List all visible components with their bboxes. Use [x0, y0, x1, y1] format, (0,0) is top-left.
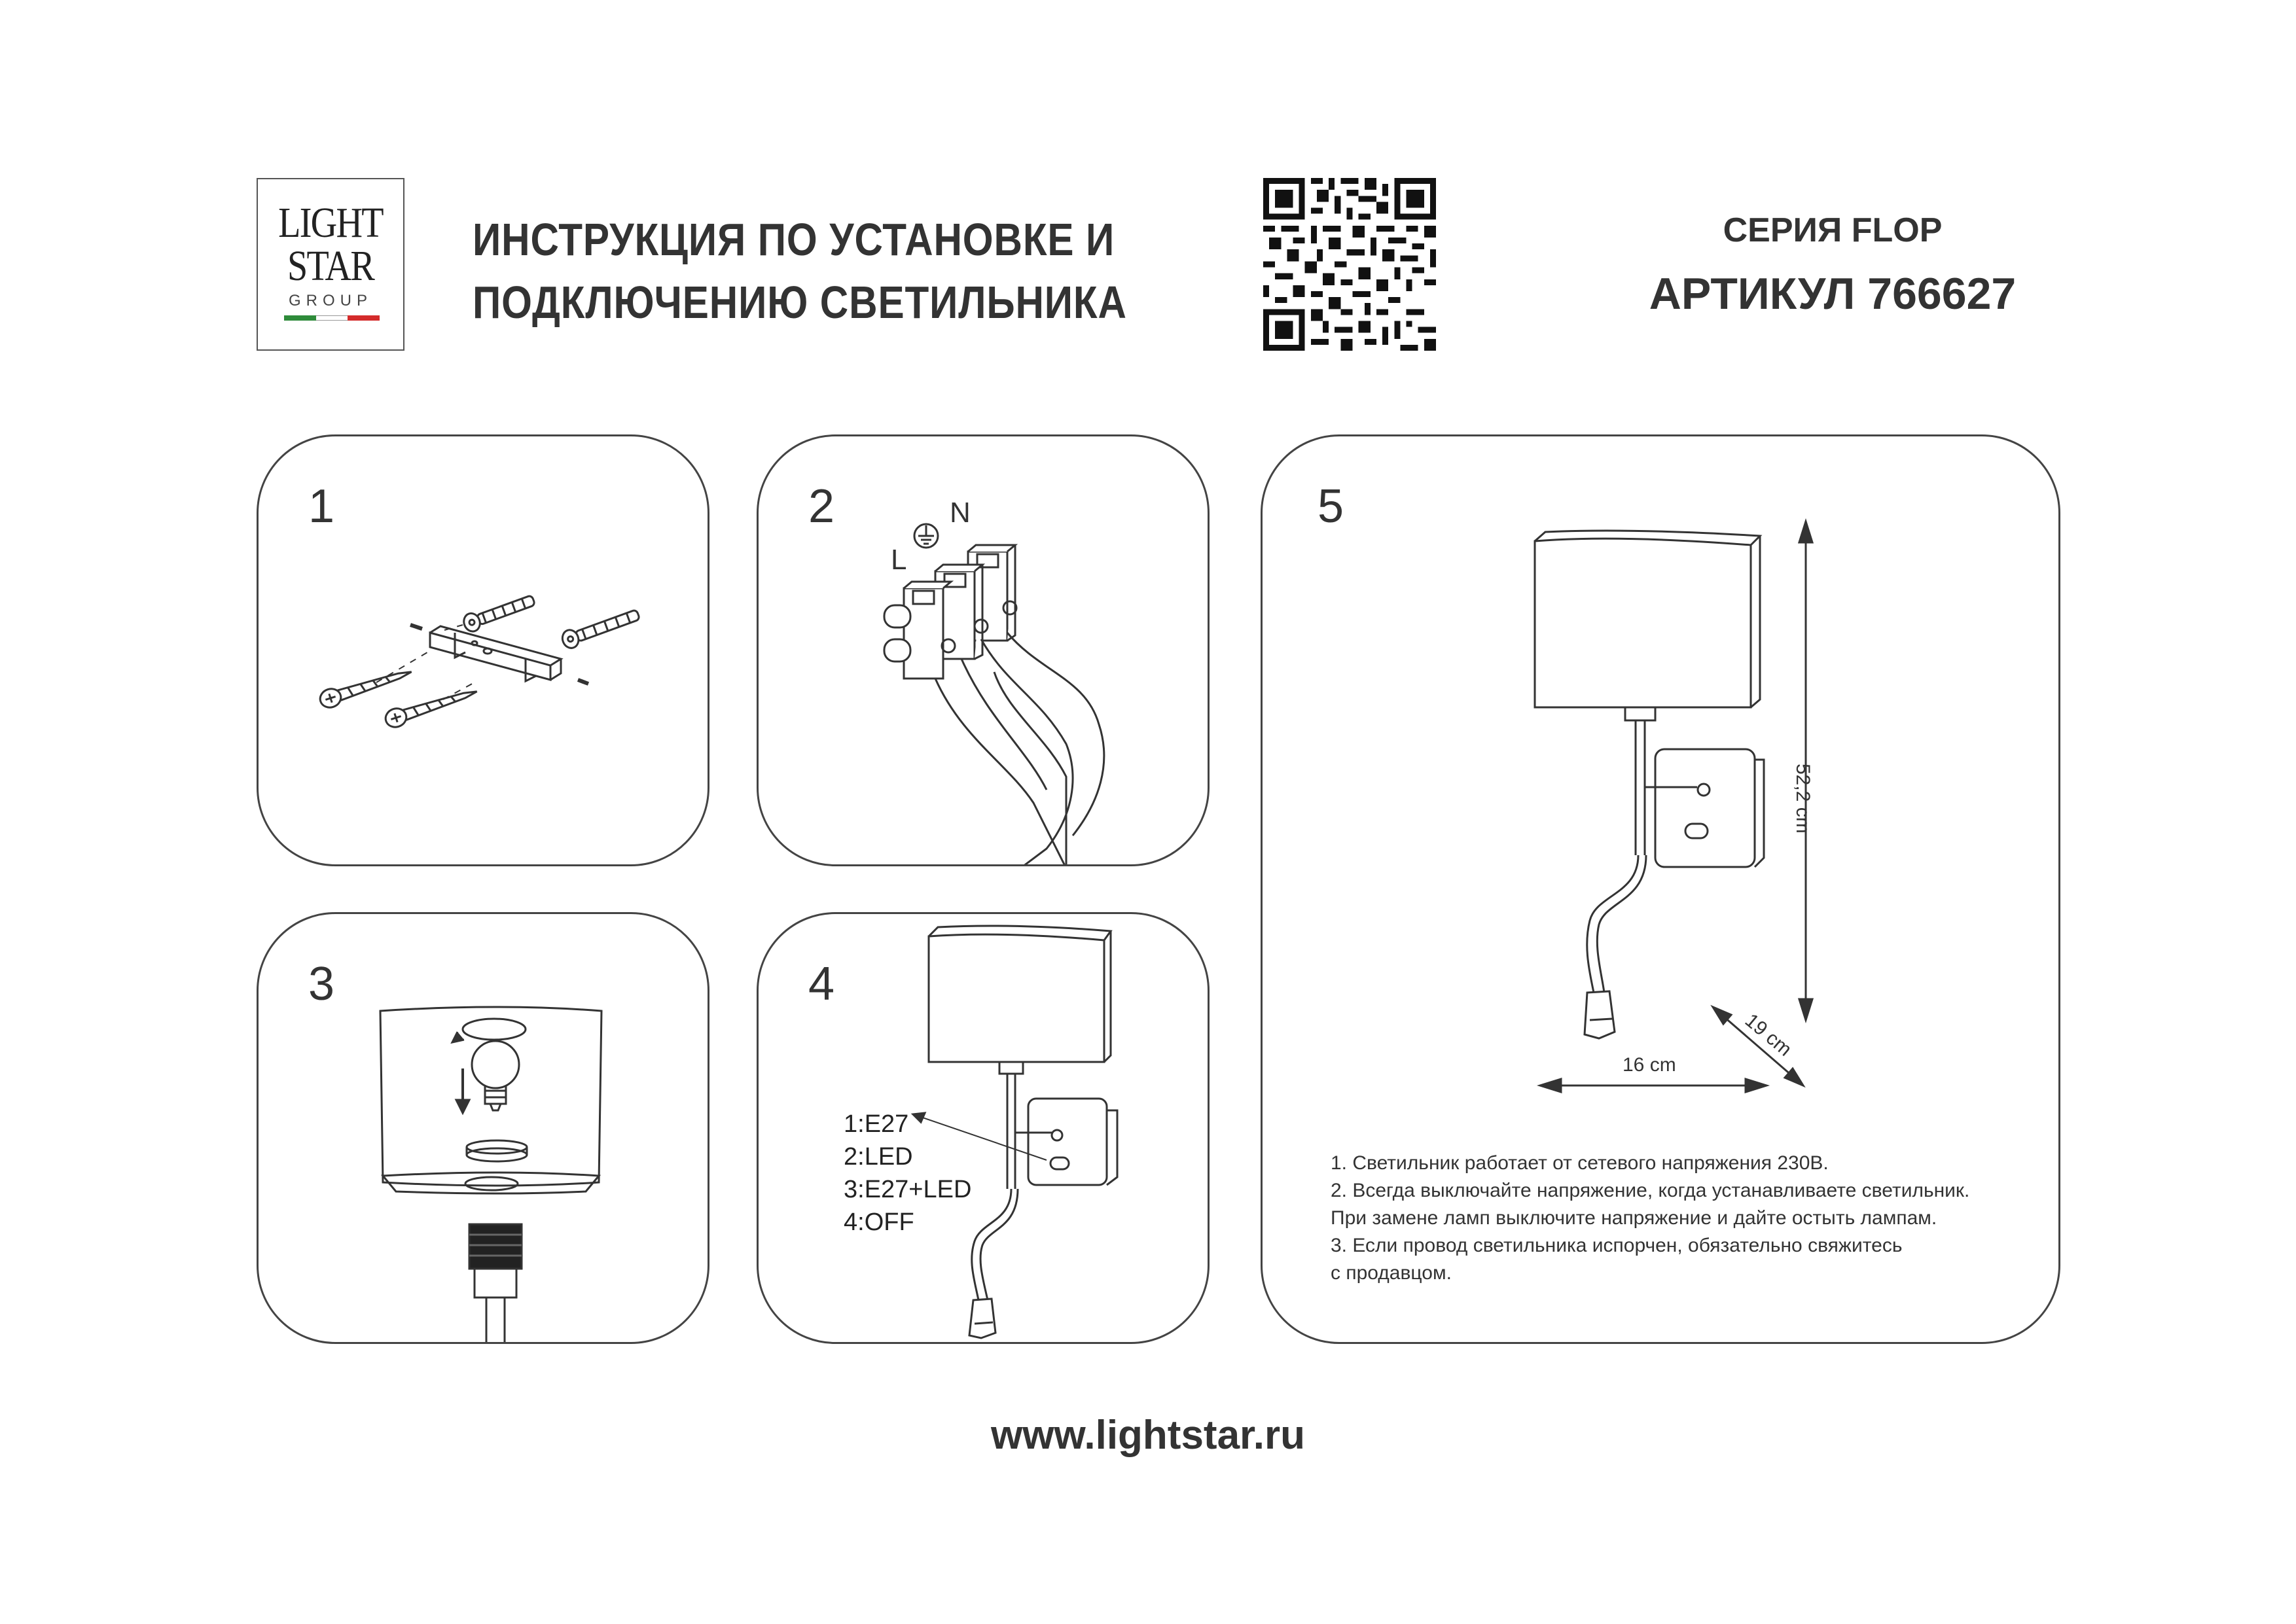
step-4-panel: 4 1:E27 2:LED 3:E27+LED 4:OFF [757, 912, 1210, 1344]
note-line: 1. Светильник работает от сетевого напря… [1331, 1152, 1829, 1174]
step-1-panel: 1 [257, 434, 709, 866]
logo-line-group: GROUP [288, 292, 372, 309]
lamp-dimensions-drawing [1534, 518, 1814, 1094]
note-line: 3. Если провод светильника испорчен, обя… [1331, 1235, 1903, 1256]
mode-item: 3:E27+LED [844, 1176, 972, 1203]
step-number-1: 1 [308, 480, 335, 533]
series-label: СЕРИЯ FLOP [1723, 211, 1943, 249]
lamp-switch-modes-icon [910, 925, 1119, 1339]
step-3-panel: 3 [257, 912, 709, 1344]
logo-line-light: LIGHT [278, 199, 384, 247]
step-number-2: 2 [808, 480, 835, 533]
step-number-3: 3 [308, 958, 335, 1010]
mode-item: 2:LED [844, 1143, 913, 1171]
article-number: АРТИКУЛ 766627 [1649, 269, 2017, 319]
safety-notes: 1. Светильник работает от сетевого напря… [1331, 1150, 1969, 1287]
note-line: с продавцом. [1331, 1262, 1452, 1284]
bulb-install-icon [379, 1006, 603, 1342]
mounting-bracket-screws-icon [319, 595, 640, 728]
website-link[interactable]: www.lightstar.ru [991, 1413, 1305, 1458]
height-dimension-label: 52,2 cm [1792, 764, 1814, 834]
neutral-label: N [950, 497, 971, 529]
step-2-panel: 2 N L [757, 434, 1210, 866]
live-label: L [891, 544, 907, 576]
title-line-2: ПОДКЛЮЧЕНИЮ СВЕТИЛЬНИКА [473, 277, 1127, 328]
step-5-panel: 5 52,2 cm 16 cm 19 cm 1. Светил [1261, 434, 2060, 1344]
qr-code-icon[interactable] [1263, 178, 1436, 351]
page-title: ИНСТРУКЦИЯ ПО УСТАНОВКЕ И ПОДКЛЮЧЕНИЮ СВ… [473, 208, 1127, 334]
width-dimension-label: 16 cm [1623, 1054, 1676, 1076]
title-line-1: ИНСТРУКЦИЯ ПО УСТАНОВКЕ И [473, 214, 1115, 265]
logo-line-star: STAR [287, 242, 375, 290]
step-number-4: 4 [808, 958, 835, 1010]
brand-logo: LIGHT STAR GROUP [257, 178, 404, 351]
mode-item: 4:OFF [844, 1209, 914, 1236]
terminal-block-wiring-icon [883, 523, 1105, 864]
note-line: 2. Всегда выключайте напряжение, когда у… [1331, 1180, 1970, 1201]
italian-flag-icon [284, 315, 380, 321]
switch-mode-list: 1:E27 2:LED 3:E27+LED 4:OFF [844, 1108, 971, 1239]
step-number-5: 5 [1318, 480, 1344, 533]
note-line: При замене ламп выключите напряжение и д… [1331, 1207, 1937, 1229]
mode-item: 1:E27 [844, 1110, 909, 1138]
